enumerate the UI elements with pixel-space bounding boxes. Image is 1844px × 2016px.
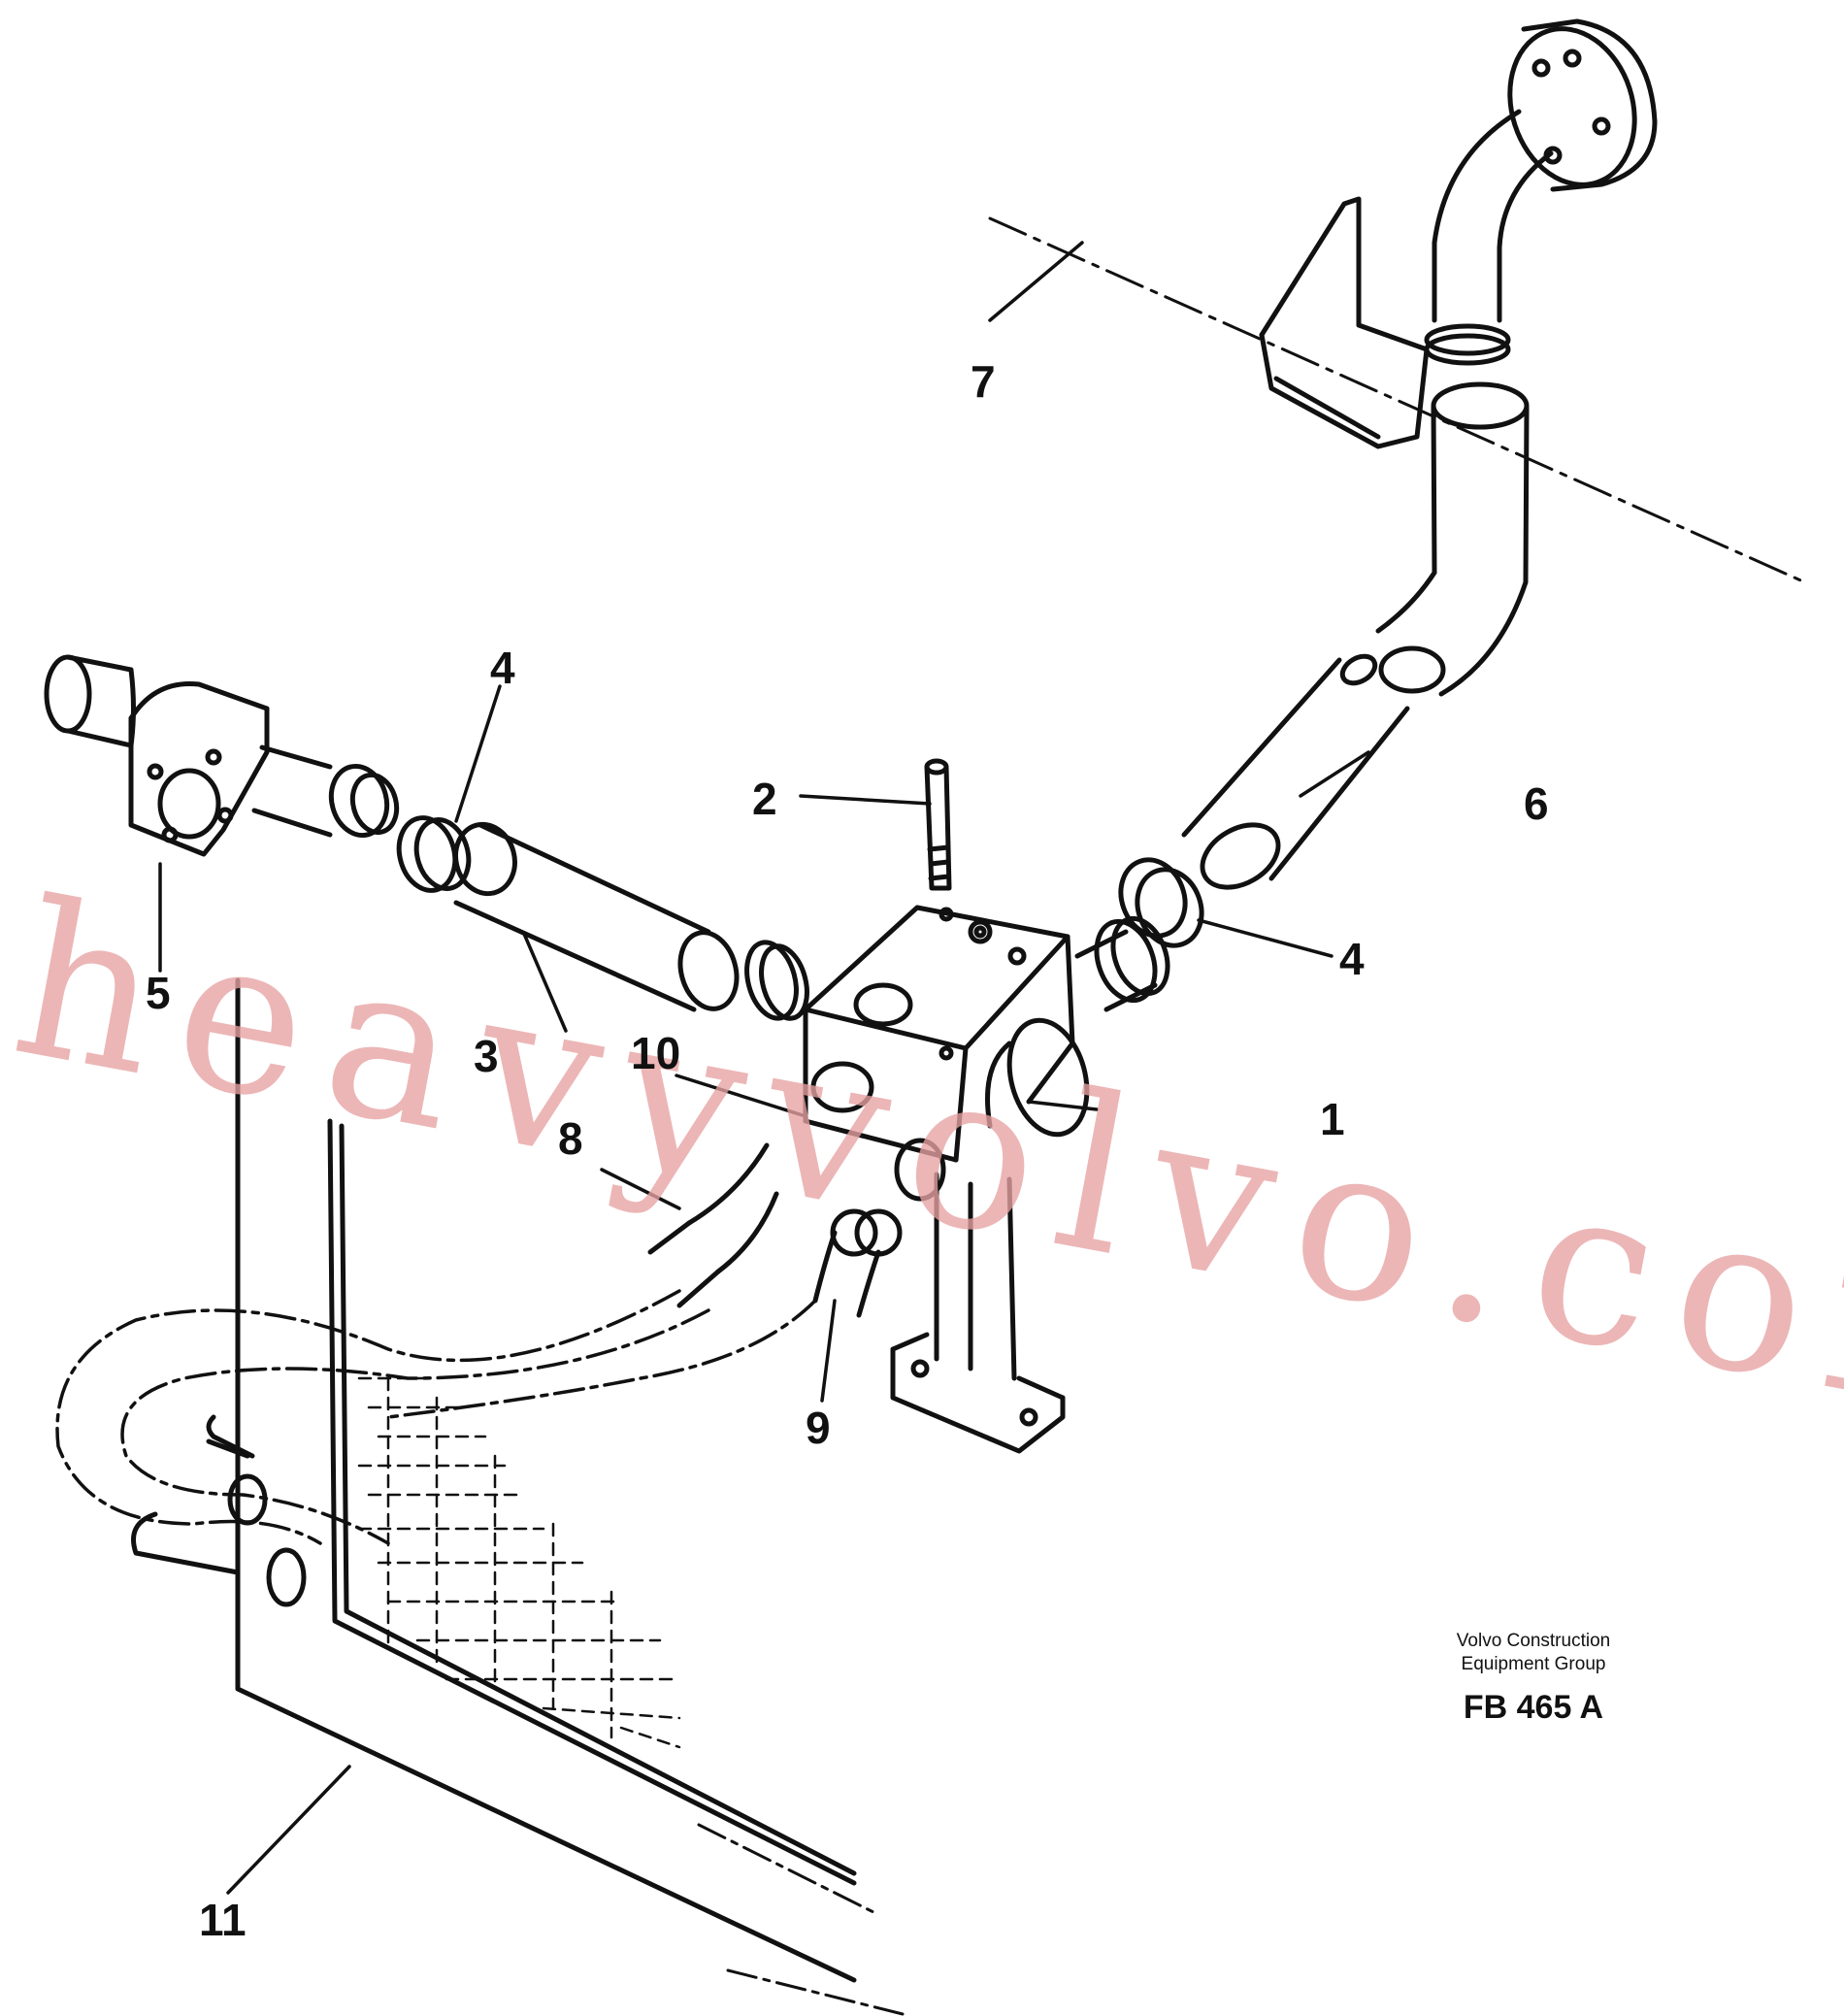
cooler-part-11 (131, 977, 857, 1983)
manufacturer-line-2: Equipment Group (1461, 1654, 1606, 1674)
upper-flange (1507, 18, 1658, 192)
callout-6: 6 (1524, 778, 1549, 829)
hose-part-3 (453, 821, 740, 1012)
callout-1: 1 (1320, 1094, 1345, 1144)
callout-4-left: 4 (490, 643, 515, 693)
callout-7: 7 (971, 356, 996, 407)
manufacturer-line-1: Volvo Construction (1456, 1631, 1611, 1651)
valve-block (803, 905, 1090, 1163)
centerline-upper (988, 216, 1807, 584)
clamp-upper (1424, 323, 1511, 366)
callout-5: 5 (146, 968, 171, 1018)
callout-11: 11 (199, 1895, 247, 1945)
clamp-middle (744, 940, 809, 1021)
outlet-fitting-part-5 (44, 654, 400, 857)
clamp-left (396, 815, 472, 893)
callout-4-right: 4 (1339, 934, 1365, 984)
leader-lines (158, 241, 1370, 1895)
bolt-part-2 (924, 758, 952, 891)
threaded-stub-right (1074, 915, 1170, 1012)
lower-fittings (810, 1061, 946, 1257)
callout-8: 8 (558, 1113, 583, 1164)
support-pedestal (890, 1172, 1066, 1454)
lower-elbow (1375, 381, 1530, 697)
hose-loop-dashed (55, 1289, 817, 1545)
hose-part-6 (1181, 653, 1410, 890)
drawing-code: FB 465 A (1463, 1689, 1604, 1726)
callout-2: 2 (752, 774, 777, 824)
callout-10: 10 (631, 1028, 681, 1078)
cooler-lower-dashed (697, 1823, 905, 2016)
upper-elbow (1432, 109, 1554, 323)
cooler-core-hatching (357, 1376, 681, 1749)
bracket (1259, 196, 1430, 449)
callout-3: 3 (474, 1031, 499, 1081)
hose-part-8 (647, 1142, 779, 1308)
hose-part-9 (812, 1230, 881, 1318)
callout-9: 9 (806, 1403, 831, 1453)
